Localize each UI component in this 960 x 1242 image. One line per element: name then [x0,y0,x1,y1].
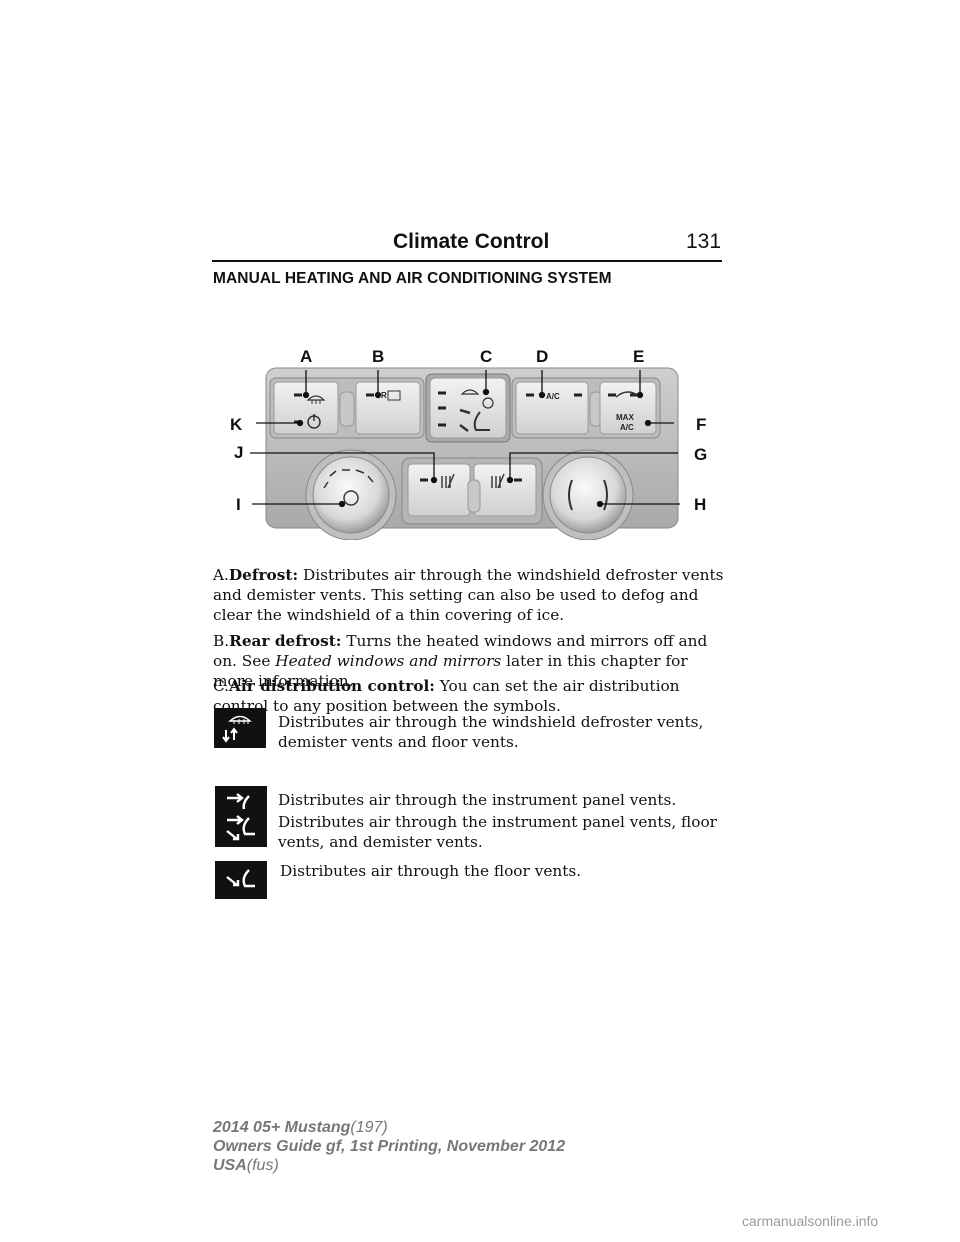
rear-defrost-mark: R [381,391,387,400]
max-ac-line1: MAX [616,413,634,422]
callout-h: H [694,495,706,514]
fan-speed-knob [312,456,390,534]
watermark: carmanualsonline.info [742,1213,879,1229]
callout-i: I [236,495,241,514]
defrost-icon [306,395,326,401]
climate-control-panel-diagram: R A/C MAX A/C A B C D E F G H I J K [230,347,707,540]
callout-c: C [480,347,492,366]
floor-vent-icon [215,861,267,899]
item-c-description: C.Air distribution control: You can set … [213,677,680,715]
mode-floor-vent-text: Distributes air through the floor vents. [280,862,582,880]
seated-person-icon [473,411,490,431]
ac-button-label: A/C [546,392,560,401]
callout-f: F [696,415,706,434]
callout-a: A [300,347,312,366]
callout-j: J [234,443,243,462]
callout-d: D [536,347,548,366]
item-b-description: B.Rear defrost: Turns the heated windows… [213,632,708,690]
defrost-floor-icon [214,708,266,748]
rear-defrost-icon [387,390,401,401]
left-seat-heat-icon [441,473,455,489]
item-a-description: A.Defrost: Distributes air through the w… [213,566,724,624]
temperature-knob [549,456,627,534]
header-divider [212,260,722,262]
panel-floor-icon [215,809,267,847]
left-heated-seat-button [407,463,471,517]
chapter-title: Climate Control [393,230,550,253]
document-footer: 2014 05+ Mustang(197) Owners Guide gf, 1… [213,1119,566,1174]
callout-g: G [694,445,707,464]
mode-panel-floor-text: Distributes air through the instrument p… [278,813,717,851]
ac-button [515,381,589,435]
section-heading: MANUAL HEATING AND AIR CONDITIONING SYST… [213,270,612,287]
max-ac-line2: A/C [620,423,634,432]
fan-icon [343,490,359,506]
mode-panel-vent-text: Distributes air through the instrument p… [278,791,677,809]
right-seat-heat-icon [491,473,505,489]
callout-k: K [230,415,243,434]
rear-defrost-button [355,381,421,435]
mode-defrost-floor-text: Distributes air through the windshield d… [278,713,704,751]
page-number: 131 [686,230,722,253]
right-heated-seat-button [473,463,537,517]
callout-e: E [633,347,644,366]
callout-b: B [372,347,384,366]
